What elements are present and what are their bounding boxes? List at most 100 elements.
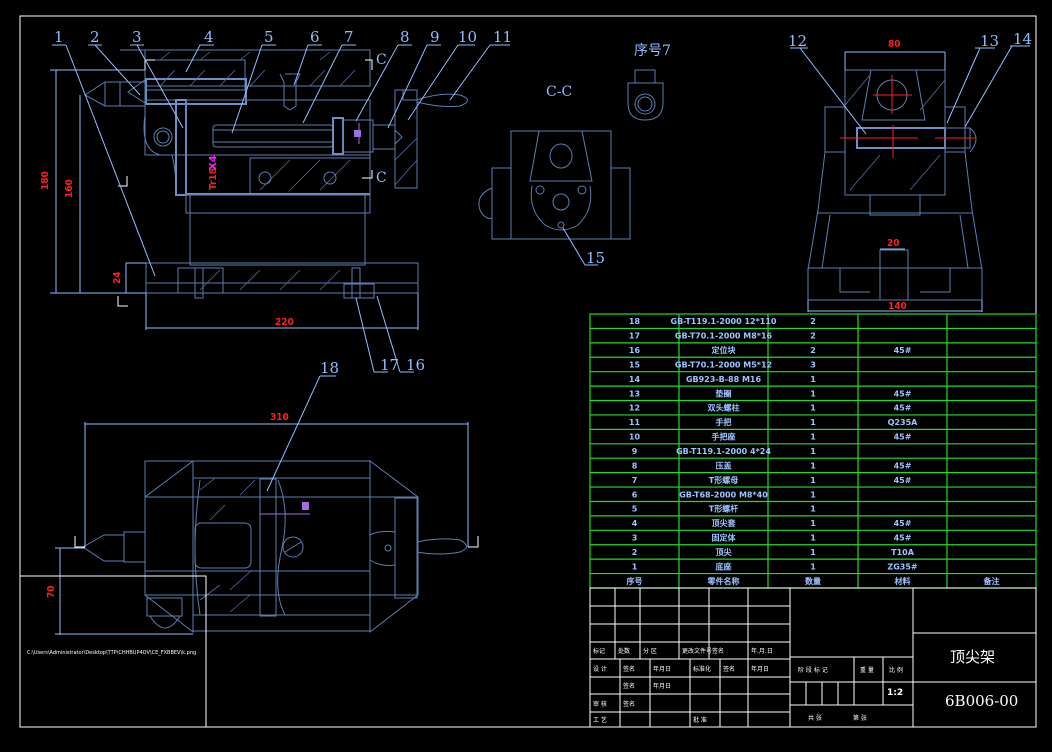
balloon-11: 11: [493, 28, 512, 46]
balloon-1: 1: [54, 28, 64, 46]
balloon-2: 2: [90, 28, 100, 46]
title-block-cell: 设 计: [593, 665, 607, 673]
dim-70: 70: [46, 585, 57, 598]
thread-label: Tr18: [208, 168, 219, 190]
dim-140: 140: [888, 301, 907, 312]
bom-cell-qty: 1: [810, 548, 816, 557]
balloon-12: 12: [788, 32, 807, 50]
bom-cell-name: 底座: [715, 561, 732, 571]
title-block-cell: 批 准: [693, 716, 707, 724]
detail-part-7: 序号7: [627, 43, 671, 121]
title-block-cell: 阶 段 标 记: [798, 666, 828, 674]
bom-cell-material: 45#: [894, 389, 912, 398]
bom-cell-name: GB-T68-2000 M8*40: [679, 490, 768, 499]
bom-header: 序号: [627, 576, 643, 586]
bom-cell-qty: 1: [810, 476, 816, 485]
title-block-cell: 更改文件号: [682, 647, 712, 655]
dim-310: 310: [270, 412, 289, 423]
bom-cell-material: T10A: [891, 548, 915, 557]
top-view: 310 70 18: [46, 359, 479, 635]
bom-cell-qty: 2: [810, 332, 816, 341]
balloon-4: 4: [204, 28, 214, 46]
title-block-cell: 标准化: [693, 665, 711, 673]
title-block-cell: 签名: [623, 700, 635, 708]
bom-cell-material: 45#: [894, 519, 912, 528]
balloon-3: 3: [132, 28, 142, 46]
front-view: C C Tr18 X4 180 160 24 220: [40, 28, 512, 374]
bom-cell-no: 10: [629, 433, 641, 442]
bom-cell-qty: 3: [810, 360, 816, 369]
bom-cell-qty: 2: [810, 346, 816, 355]
bom-cell-qty: 1: [810, 562, 816, 571]
balloon-9: 9: [430, 28, 440, 46]
bom-cell-qty: 1: [810, 505, 816, 514]
balloon-5: 5: [264, 28, 274, 46]
bom-cell-qty: 1: [810, 534, 816, 543]
bom-cell-no: 12: [629, 404, 640, 413]
balloon-10: 10: [458, 28, 477, 46]
bom-cell-qty: 1: [810, 447, 816, 456]
bom-cell-no: 15: [629, 360, 641, 369]
title-block: 顶尖架 6B006-00 1:2 标记处数分 区更改文件号签名年.月.日设 计签…: [589, 587, 1037, 728]
bom-cell-no: 9: [632, 447, 638, 456]
bom-cell-material: ZG35#: [887, 562, 918, 571]
bom-cell-no: 17: [629, 332, 640, 341]
bom-cell-no: 5: [632, 505, 638, 514]
dim-20: 20: [887, 238, 900, 249]
title-block-cell: 签名: [723, 665, 735, 673]
file-path-box: C:\Users\Administrator\Desktop\TTP\CHHBU…: [19, 575, 207, 728]
section-title: C-C: [546, 84, 572, 100]
bom-cell-material: 45#: [894, 461, 912, 470]
title-block-cell: 年.月.日: [751, 647, 773, 655]
bom-cell-qty: 2: [810, 317, 816, 326]
bom-cell-no: 3: [632, 534, 638, 543]
bom-cell-material: 45#: [894, 404, 912, 413]
side-view: 80 20 140 12 13 14: [788, 30, 1032, 312]
dim-80: 80: [888, 39, 901, 50]
dim-160: 160: [64, 179, 75, 198]
bom-cell-no: 8: [632, 461, 638, 470]
fit-symbol-1: [354, 130, 361, 137]
bom-cell-name: T形螺杆: [709, 504, 738, 514]
bom-cell-no: 1: [632, 562, 638, 571]
bom-cell-name: 手把座: [712, 432, 736, 442]
title-block-cell: 签名: [623, 665, 635, 673]
dim-220: 220: [275, 317, 294, 328]
bom-cell-no: 7: [632, 476, 638, 485]
bom-cell-material: 45#: [894, 476, 912, 485]
bom-cell-name: 顶尖: [716, 547, 732, 557]
bom-cell-qty: 1: [810, 375, 816, 384]
balloon-17: 17: [380, 356, 399, 374]
bom-cell-qty: 1: [810, 519, 816, 528]
bom-cell-name: GB923-B-88 M16: [686, 375, 762, 384]
bom-cell-material: Q235A: [888, 418, 919, 427]
bom-cell-name: GB-T119.1-2000 4*24: [676, 447, 771, 456]
balloon-6: 6: [310, 28, 320, 46]
detail-title: 序号7: [634, 43, 671, 59]
bom-cell-name: 固定体: [712, 533, 737, 543]
bom-header: 备注: [983, 576, 1000, 586]
title-block-cell: 年月日: [653, 682, 671, 690]
bom-cell-name: 顶尖套: [712, 518, 737, 528]
bom-cell-no: 2: [632, 548, 638, 557]
drawing-title: 顶尖架: [950, 648, 995, 666]
section-c-c-view: C-C 15: [478, 84, 631, 267]
balloon-7: 7: [344, 28, 354, 46]
section-c-label-bottom: C: [376, 170, 387, 186]
balloon-18: 18: [320, 359, 339, 377]
title-block-cell: 比 例: [889, 666, 903, 674]
thread-pitch-label: X4: [208, 155, 219, 170]
title-block-cell: 签名: [623, 682, 635, 690]
bom-cell-name: 双头螺柱: [708, 403, 740, 413]
balloon-16: 16: [406, 356, 425, 374]
title-block-cell: 重 量: [860, 666, 874, 674]
bom-cell-qty: 1: [810, 490, 816, 499]
title-block-cell: 标记: [593, 647, 605, 655]
bom-cell-name: GB-T70.1-2000 M5*12: [675, 360, 772, 369]
bom-cell-material: 45#: [894, 534, 912, 543]
title-block-cell: 处数: [618, 647, 630, 655]
title-block-cell: 审 核: [593, 700, 607, 708]
title-block-cell: 共 张: [808, 714, 822, 722]
